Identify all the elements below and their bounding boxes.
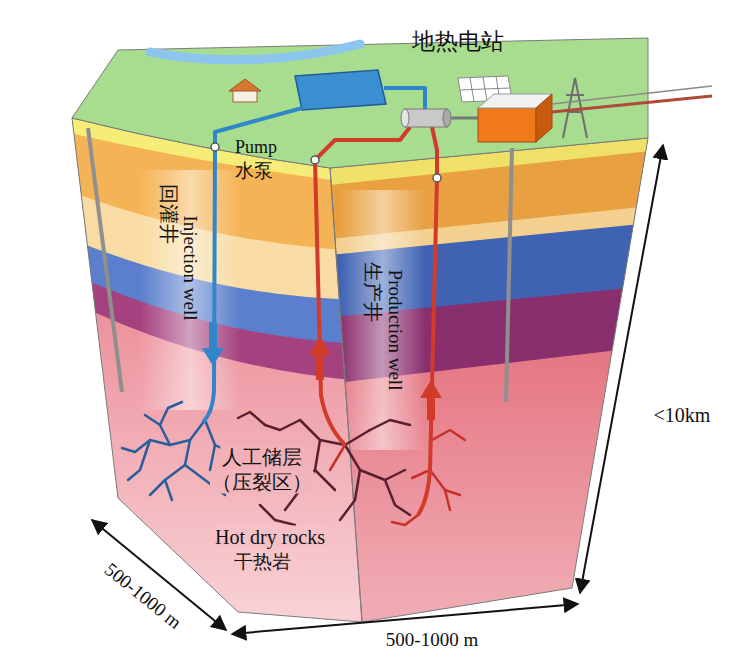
fracture (165, 480, 172, 500)
fracture (122, 448, 135, 452)
pump-symbol (433, 174, 441, 182)
production-well (418, 178, 437, 515)
fracture (260, 505, 295, 525)
pump-label: 水泵 (233, 160, 275, 182)
fracture (345, 445, 405, 480)
fracture (340, 470, 360, 520)
left-face-outline (72, 118, 362, 622)
turbine-end (443, 109, 451, 127)
dimension-label: 500-1000 m (99, 557, 188, 635)
fracture (445, 490, 450, 510)
observation-well (506, 148, 512, 402)
house-roof (229, 79, 261, 91)
hot-water-pipe (432, 127, 437, 178)
shaft (451, 117, 478, 120)
fracture (265, 420, 300, 430)
flow-arrow (420, 380, 442, 420)
fracture (392, 515, 418, 525)
injection-well (203, 147, 215, 422)
hot-water-pipe (315, 127, 410, 160)
well-label: 回灌井 (157, 182, 180, 246)
cold-water-pipe (384, 88, 425, 109)
house-body (233, 90, 257, 102)
turbine-end (401, 109, 409, 127)
well-label: 生产井 (361, 260, 384, 324)
observation-well (88, 128, 122, 392)
cooling-pond (295, 70, 386, 110)
production-well (315, 160, 345, 445)
reservoir-label: （压裂区） (210, 471, 314, 494)
fracture (210, 445, 215, 470)
power-line (552, 96, 712, 112)
fracture (412, 470, 430, 478)
well-highlight (140, 170, 240, 410)
fracture (150, 440, 190, 495)
fracture (128, 440, 150, 480)
well-highlight (340, 190, 425, 450)
well-label: Production well (384, 268, 406, 393)
station-label: 地热电站 (410, 29, 506, 55)
rock-label: 干热岩 (232, 551, 293, 573)
dimension-label: <10km (652, 404, 713, 427)
river (150, 44, 360, 60)
depth-dimension-line (580, 145, 663, 593)
production-fractures (330, 430, 465, 525)
pump-label: Pump (233, 137, 279, 158)
well-label: Injection well (179, 214, 201, 323)
flow-arrow (202, 322, 224, 366)
reservoir-fractures (238, 412, 410, 525)
fracture (315, 470, 335, 490)
fracture (135, 420, 205, 452)
rock-label: Hot dry rocks (213, 526, 327, 549)
flow-arrow (309, 336, 331, 380)
fracture (432, 430, 465, 440)
fracture (370, 420, 410, 430)
power-line (552, 86, 712, 104)
station-side (536, 94, 552, 142)
right-face-outline (330, 138, 648, 622)
station-building (478, 108, 536, 142)
dimension-label: 500-1000 m (384, 629, 480, 651)
fracture (238, 412, 265, 425)
fracture (160, 402, 182, 425)
pump-symbol (311, 156, 319, 164)
turbine (405, 109, 447, 127)
fracture (330, 445, 345, 470)
pump-symbol (211, 143, 219, 151)
reservoir-label: 人工储层 (220, 446, 304, 469)
fracture (385, 480, 410, 515)
